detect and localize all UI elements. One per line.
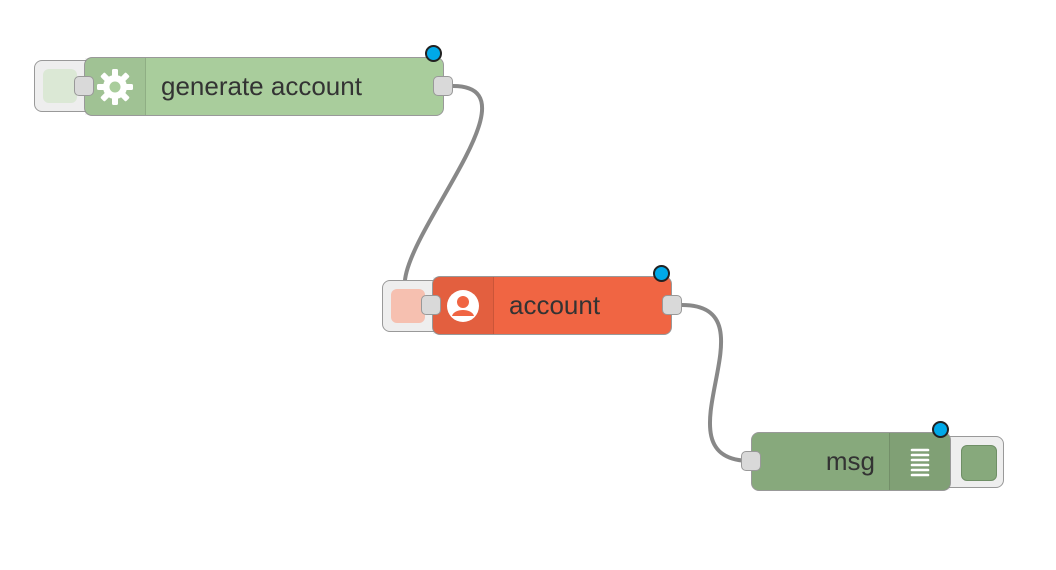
node-label: account (509, 290, 601, 320)
input-port[interactable] (74, 76, 94, 96)
node-icon-area (433, 277, 494, 334)
node-body[interactable]: msg (751, 432, 951, 491)
output-port[interactable] (433, 76, 453, 96)
node-body[interactable]: account (432, 276, 672, 335)
node-body[interactable]: generate account (84, 57, 444, 116)
input-port[interactable] (421, 295, 441, 315)
user-icon (447, 289, 479, 322)
output-port[interactable] (662, 295, 682, 315)
wire-inject-to-account[interactable] (402, 84, 484, 307)
inject-trigger-button-inner[interactable] (43, 69, 77, 103)
debug-toggle-button-inner[interactable] (961, 445, 997, 481)
node-icon-area (85, 58, 146, 115)
changed-badge (425, 45, 442, 62)
input-port[interactable] (741, 451, 761, 471)
changed-badge (653, 265, 670, 282)
changed-badge (932, 421, 949, 438)
account-side-button-inner[interactable] (391, 289, 425, 323)
debug-list-icon (910, 448, 930, 476)
node-icon-area (889, 433, 950, 490)
node-label: msg (825, 446, 875, 476)
node-label: generate account (161, 71, 362, 101)
wire-account-to-debug[interactable] (680, 303, 753, 463)
gear-icon (97, 68, 133, 105)
